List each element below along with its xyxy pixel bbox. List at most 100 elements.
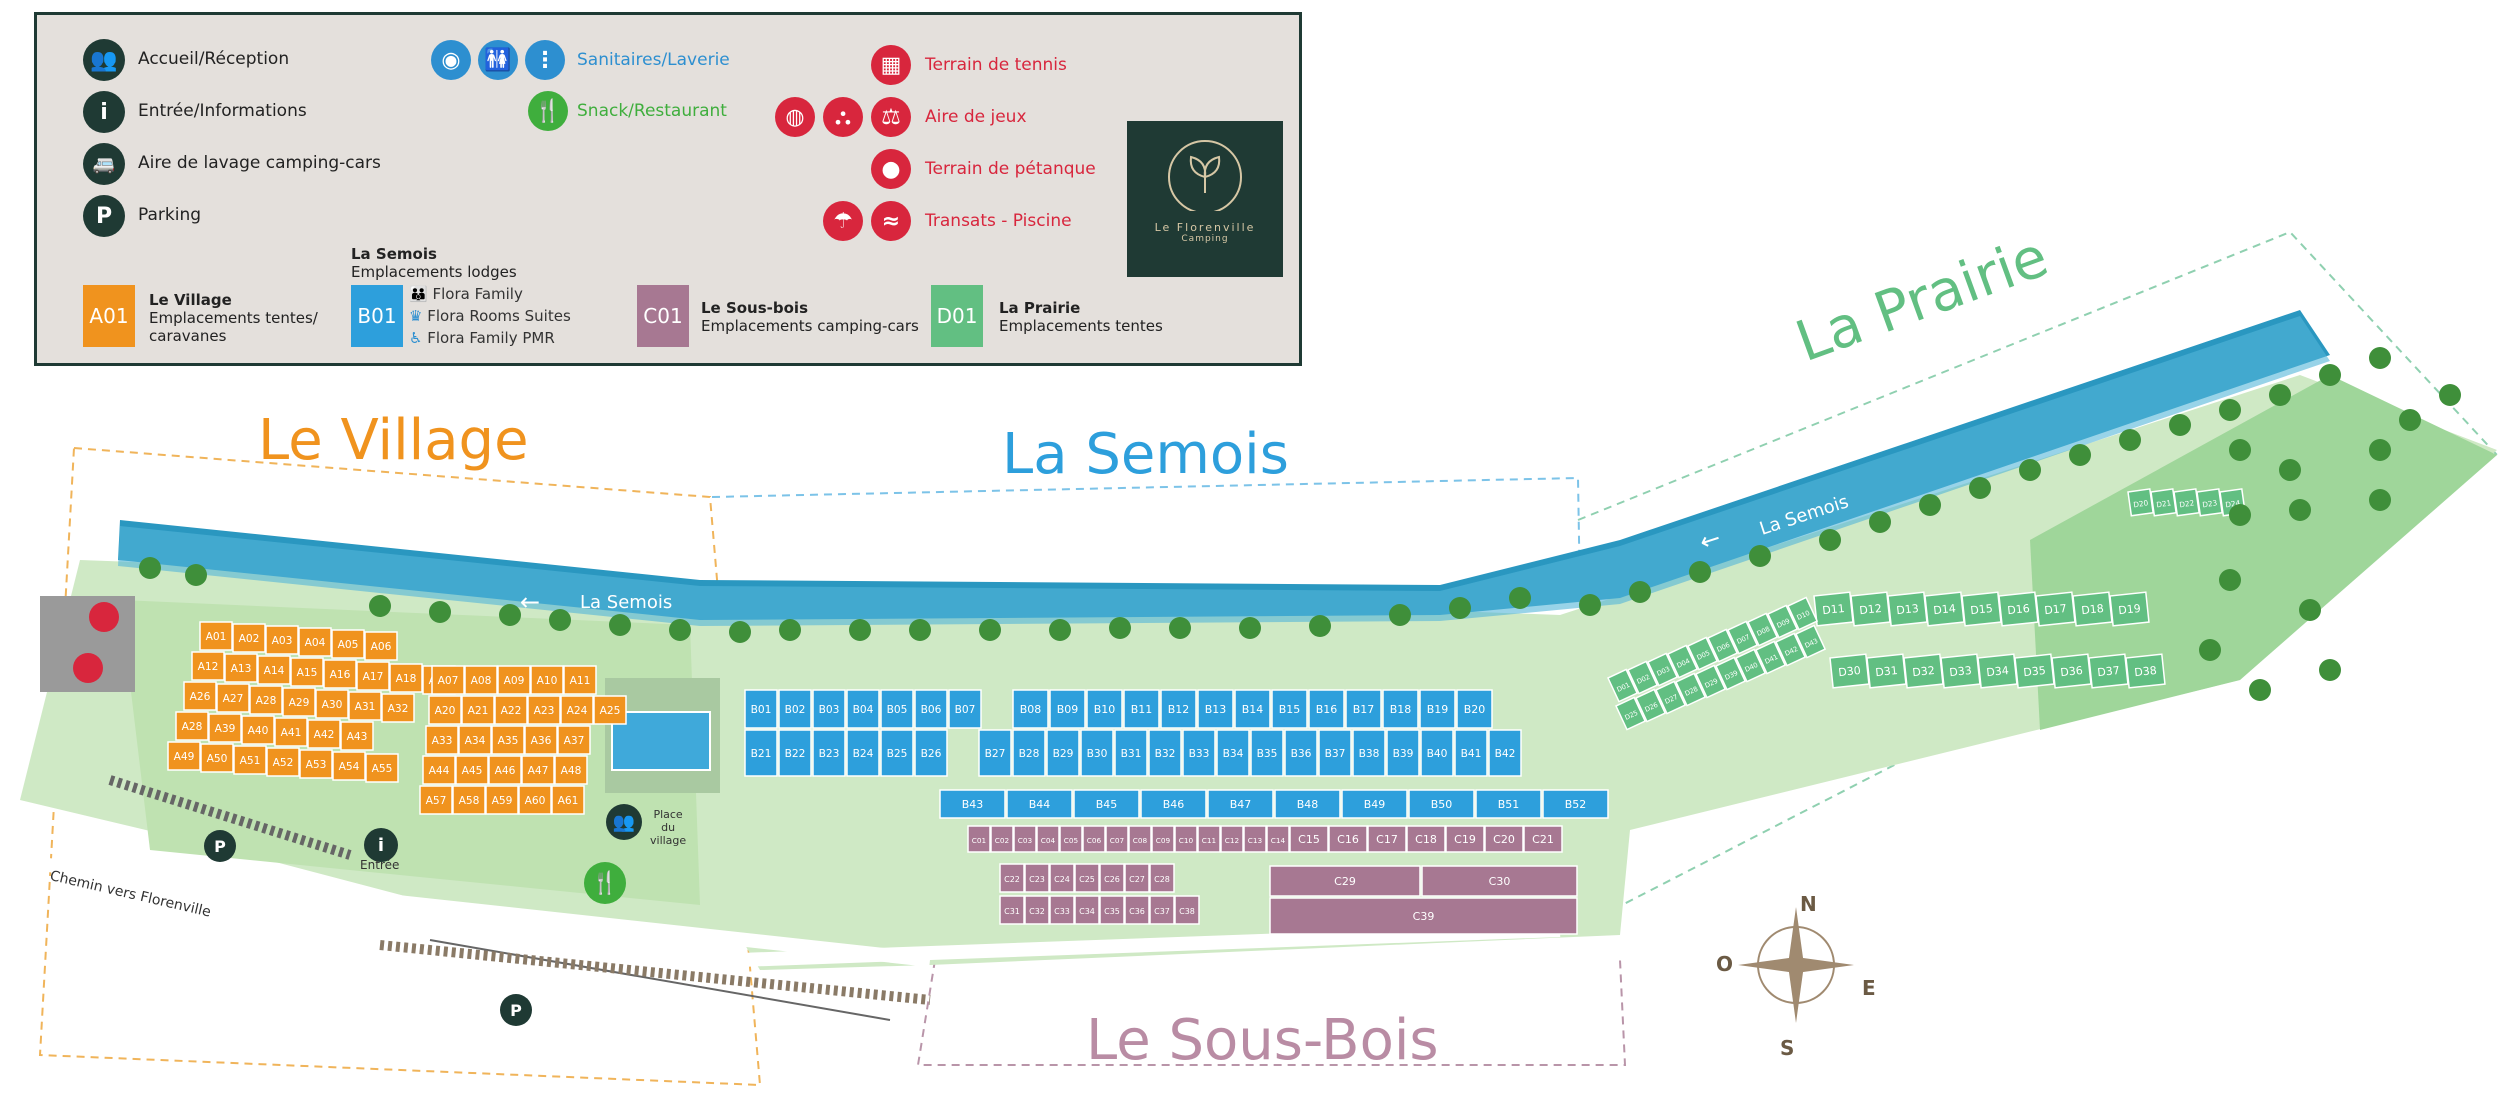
pitch[interactable]: D19 <box>2109 591 2150 627</box>
pitch[interactable]: B09 <box>1049 689 1086 729</box>
pitch[interactable]: A46 <box>488 755 522 785</box>
pitch[interactable]: A06 <box>364 631 398 661</box>
pitch[interactable]: A21 <box>461 695 495 725</box>
pitch[interactable]: A60 <box>518 785 552 815</box>
pitch[interactable]: B08 <box>1012 689 1049 729</box>
pitch[interactable]: C05 <box>1059 825 1083 853</box>
pitch[interactable]: C07 <box>1105 825 1129 853</box>
pitch[interactable]: A34 <box>458 725 492 755</box>
pitch[interactable]: D23 <box>2196 488 2223 517</box>
pitch[interactable]: D07 <box>1727 620 1759 655</box>
pitch[interactable]: B07 <box>948 689 982 729</box>
pitch[interactable]: D05 <box>1687 636 1719 671</box>
pitch[interactable]: C38 <box>1174 895 1200 925</box>
pitch[interactable]: B37 <box>1318 729 1352 777</box>
pitch[interactable]: D16 <box>1998 591 2039 627</box>
pitch[interactable]: B49 <box>1341 789 1408 819</box>
pitch[interactable]: B44 <box>1006 789 1073 819</box>
pitch[interactable]: C33 <box>1049 895 1075 925</box>
pitch[interactable]: A43 <box>340 721 374 751</box>
pitch[interactable]: A42 <box>307 719 341 749</box>
pitch[interactable]: B28 <box>1012 729 1046 777</box>
pitch[interactable]: D26 <box>1635 688 1667 723</box>
pitch[interactable]: A18 <box>389 663 423 693</box>
pitch[interactable]: B52 <box>1542 789 1609 819</box>
pitch[interactable]: A05 <box>331 629 365 659</box>
pitch[interactable]: B46 <box>1140 789 1207 819</box>
pitch[interactable]: A48 <box>554 755 588 785</box>
pitch[interactable]: A39 <box>208 713 242 743</box>
pitch[interactable]: D29 <box>1695 664 1727 699</box>
pitch[interactable]: B32 <box>1148 729 1182 777</box>
pitch[interactable]: B42 <box>1488 729 1522 777</box>
pitch[interactable]: B26 <box>914 729 948 777</box>
pitch[interactable]: D41 <box>1755 640 1787 675</box>
pitch[interactable]: C11 <box>1197 825 1221 853</box>
pitch[interactable]: B14 <box>1234 689 1271 729</box>
pitch[interactable]: C28 <box>1149 863 1175 893</box>
pitch[interactable]: C13 <box>1243 825 1267 853</box>
pitch[interactable]: B24 <box>846 729 880 777</box>
pitch[interactable]: A23 <box>527 695 561 725</box>
pitch[interactable]: A53 <box>299 749 333 779</box>
pitch[interactable]: D10 <box>1787 596 1819 631</box>
pitch[interactable]: D36 <box>2051 653 2092 689</box>
pitch[interactable]: A08 <box>464 665 498 695</box>
pitch[interactable]: D04 <box>1667 644 1699 679</box>
pitch[interactable]: D02 <box>1627 660 1659 695</box>
pitch[interactable]: A16 <box>323 659 357 689</box>
pitch[interactable]: D22 <box>2173 488 2200 517</box>
pitch[interactable]: A29 <box>282 687 316 717</box>
pitch[interactable]: C16 <box>1328 825 1368 853</box>
pitch[interactable]: A61 <box>551 785 585 815</box>
pitch[interactable]: D31 <box>1866 653 1907 689</box>
pitch[interactable]: B23 <box>812 729 846 777</box>
pitch[interactable]: B48 <box>1274 789 1341 819</box>
pitch[interactable]: B04 <box>846 689 880 729</box>
pitch[interactable]: A59 <box>485 785 519 815</box>
pitch[interactable]: B02 <box>778 689 812 729</box>
pitch[interactable]: A27 <box>216 683 250 713</box>
pitch[interactable]: B40 <box>1420 729 1454 777</box>
pitch[interactable]: A36 <box>524 725 558 755</box>
pitch[interactable]: A25 <box>593 695 627 725</box>
pitch[interactable]: B21 <box>744 729 778 777</box>
pitch[interactable]: D13 <box>1887 591 1928 627</box>
pitch[interactable]: C20 <box>1484 825 1524 853</box>
pitch[interactable]: C27 <box>1124 863 1150 893</box>
pitch[interactable]: B27 <box>978 729 1012 777</box>
pitch[interactable]: C09 <box>1151 825 1175 853</box>
pitch[interactable]: D09 <box>1767 604 1799 639</box>
pitch[interactable]: A57 <box>419 785 453 815</box>
pitch[interactable]: D35 <box>2014 653 2055 689</box>
pitch[interactable]: C10 <box>1174 825 1198 853</box>
pitch[interactable]: C19 <box>1445 825 1485 853</box>
pitch[interactable]: A24 <box>560 695 594 725</box>
pitch[interactable]: B18 <box>1382 689 1419 729</box>
pitch[interactable]: B12 <box>1160 689 1197 729</box>
pitch[interactable]: C32 <box>1024 895 1050 925</box>
pitch[interactable]: D38 <box>2125 653 2166 689</box>
pitch[interactable]: B35 <box>1250 729 1284 777</box>
pitch[interactable]: A51 <box>233 745 267 775</box>
pitch[interactable]: B30 <box>1080 729 1114 777</box>
pitch[interactable]: A58 <box>452 785 486 815</box>
pitch[interactable]: A55 <box>365 753 399 783</box>
pitch[interactable]: D03 <box>1647 652 1679 687</box>
pitch[interactable]: A31 <box>348 691 382 721</box>
pitch[interactable]: D39 <box>1715 656 1747 691</box>
pitch[interactable]: B45 <box>1073 789 1140 819</box>
pitch[interactable]: A35 <box>491 725 525 755</box>
pitch[interactable]: B01 <box>744 689 778 729</box>
pitch[interactable]: A44 <box>422 755 456 785</box>
pitch[interactable]: B13 <box>1197 689 1234 729</box>
pitch[interactable]: B11 <box>1123 689 1160 729</box>
pitch[interactable]: A28 <box>249 685 283 715</box>
pitch[interactable]: A37 <box>557 725 591 755</box>
pitch[interactable]: B31 <box>1114 729 1148 777</box>
pitch[interactable]: B20 <box>1456 689 1493 729</box>
pitch[interactable]: D40 <box>1735 648 1767 683</box>
pitch[interactable]: D37 <box>2088 653 2129 689</box>
pitch[interactable]: A52 <box>266 747 300 777</box>
pitch[interactable]: B10 <box>1086 689 1123 729</box>
